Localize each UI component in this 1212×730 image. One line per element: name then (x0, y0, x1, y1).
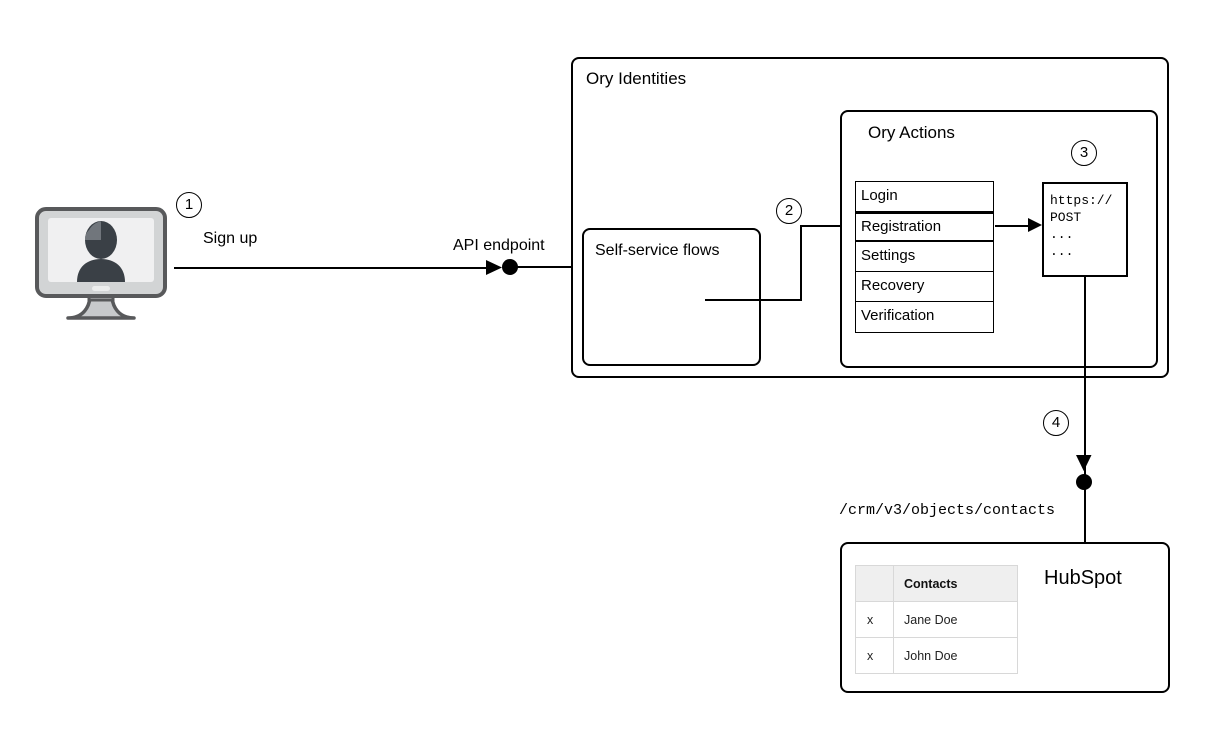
table-header-contacts: Contacts (893, 565, 1018, 602)
table-header-row: Contacts (855, 565, 1018, 602)
table-cell-contact-name: Jane Doe (893, 601, 1018, 638)
ory-actions-flow-list[interactable]: Login Registration Settings Recovery Ver… (855, 181, 994, 333)
table-cell-marker: x (855, 601, 894, 638)
sign-up-label: Sign up (203, 230, 258, 247)
hubspot-contacts-table: Contacts x Jane Doe x John Doe (855, 565, 1018, 674)
registration-to-webhook-arrow-head (1028, 218, 1042, 232)
api-endpoint-label: API endpoint (453, 237, 545, 254)
signup-arrow-head (486, 260, 502, 275)
table-header-blank (855, 565, 894, 602)
webhook-to-hubspot-line (1084, 277, 1086, 478)
flow-connector-segment-h2 (800, 225, 844, 227)
flow-list-item-settings[interactable]: Settings (856, 242, 993, 272)
table-cell-marker: x (855, 637, 894, 674)
api-endpoint-dot (502, 259, 518, 275)
ory-actions-title: Ory Actions (868, 123, 955, 142)
flow-list-item-login[interactable]: Login (856, 182, 993, 212)
flow-connector-segment-h1 (705, 299, 801, 301)
step-marker-3: 3 (1071, 140, 1097, 166)
webhook-code-box: https:// POST ... ... (1042, 182, 1128, 277)
hubspot-endpoint-stem (1084, 488, 1086, 543)
table-row[interactable]: x Jane Doe (855, 601, 1018, 638)
self-service-flows-title: Self-service flows (595, 242, 720, 259)
hubspot-endpoint-path: /crm/v3/objects/contacts (839, 502, 1056, 519)
hubspot-title: HubSpot (1044, 567, 1122, 589)
api-endpoint-connector (515, 266, 577, 268)
self-service-flows-box (582, 228, 761, 366)
user-on-monitor-icon (34, 206, 168, 333)
flow-list-item-registration[interactable]: Registration (856, 212, 993, 242)
registration-to-webhook-line (995, 225, 1030, 227)
ory-identities-title: Ory Identities (586, 69, 687, 88)
step-marker-1: 1 (176, 192, 202, 218)
signup-arrow-line (174, 267, 488, 269)
table-cell-contact-name: John Doe (893, 637, 1018, 674)
flow-list-item-verification[interactable]: Verification (856, 302, 993, 332)
webhook-to-hubspot-arrow-head (1076, 455, 1092, 471)
flow-connector-segment-v (800, 225, 802, 301)
flow-list-item-recovery[interactable]: Recovery (856, 272, 993, 302)
step-marker-4: 4 (1043, 410, 1069, 436)
hubspot-endpoint-dot (1076, 474, 1092, 490)
table-row[interactable]: x John Doe (855, 637, 1018, 674)
step-marker-2: 2 (776, 198, 802, 224)
